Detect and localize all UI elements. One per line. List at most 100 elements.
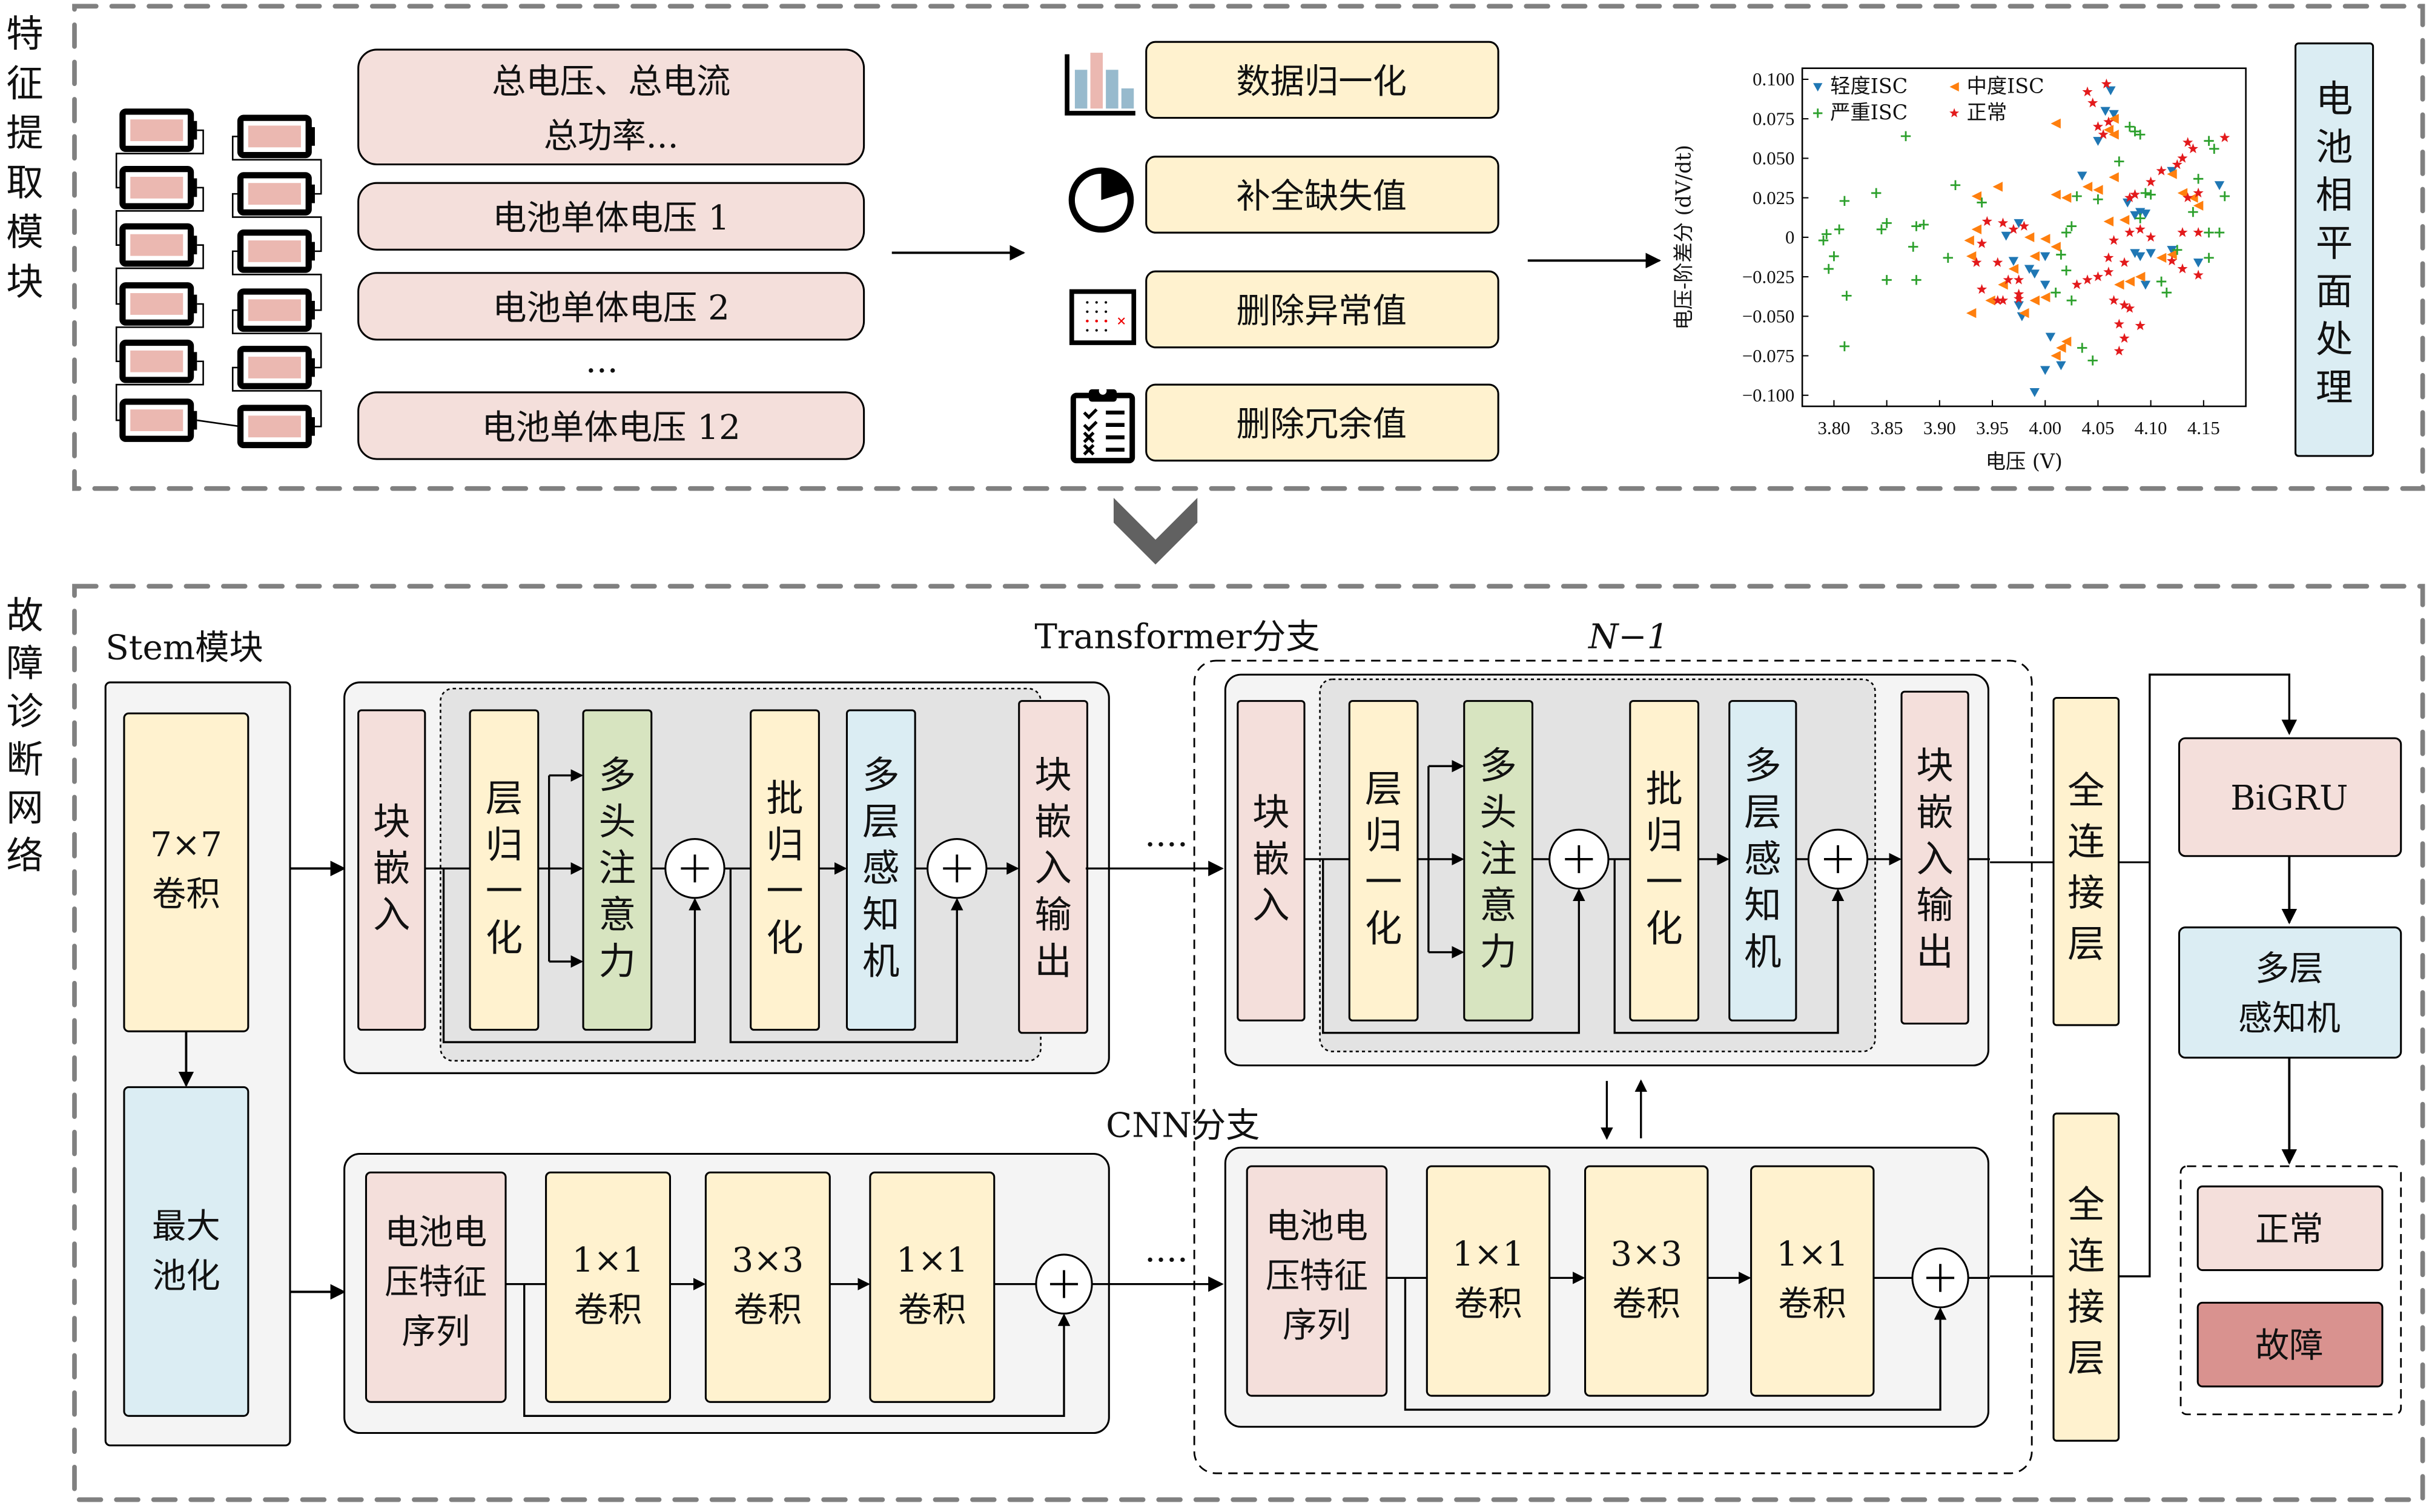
- plus-icon: [1823, 845, 1852, 873]
- scatter-point: [2045, 332, 2056, 342]
- preprocess-step-label: 补全缺失值: [1236, 177, 1407, 216]
- scatter-point: [1900, 131, 1911, 142]
- scatter-point: [2140, 210, 2151, 219]
- y-tick-label: 0.050: [1753, 148, 1794, 169]
- scatter-point: [2119, 257, 2130, 267]
- feature-module-title-char: 特: [6, 13, 43, 56]
- scatter-point: [1981, 216, 1992, 226]
- voltage-sequence-block: [1246, 1165, 1388, 1397]
- scatter-point: [2103, 125, 2114, 135]
- cnn-ellipsis: ····: [1145, 1241, 1188, 1280]
- battery-wire: [115, 360, 204, 421]
- conv-block: [545, 1171, 672, 1403]
- conv-label: 卷积: [1778, 1284, 1846, 1324]
- scatter-point: [2056, 361, 2066, 371]
- stem-maxpool-block: [123, 1086, 249, 1417]
- x-tick-label: 3.85: [1871, 418, 1903, 438]
- scatter-point: [2113, 345, 2124, 355]
- layer-norm-block-label-char: 归: [1365, 814, 1402, 857]
- preprocess-step-label: 删除冗余值: [1236, 405, 1407, 444]
- scatter-point: [2001, 231, 2011, 241]
- bigru-label: BiGRU: [2230, 779, 2348, 818]
- feature-module-title-char: 提: [6, 112, 43, 155]
- scatter-point: [2204, 227, 2214, 238]
- scatter-point: [1971, 224, 1982, 235]
- multi-head-attention-block-label-char: 意: [1479, 884, 1516, 927]
- voltage-sequence-label-1: 电池电: [385, 1213, 487, 1252]
- batch-norm-block-label-char: 一: [766, 870, 803, 913]
- pie-chart-icon: [1068, 167, 1134, 233]
- phase-plane-label-char: 理: [2316, 366, 2353, 409]
- scatter-point: [2050, 242, 2061, 252]
- scatter-point: [2113, 319, 2124, 329]
- feature-box: 电池单体电压 2: [357, 272, 865, 341]
- x-axis-label: 电压 (V): [1986, 449, 2063, 473]
- scatter-point: [2193, 187, 2204, 198]
- residual-connection: [1404, 1278, 1947, 1411]
- multi-head-attention-block: [582, 709, 653, 1031]
- scatter-point: [2014, 301, 2024, 311]
- scatter-point: [2050, 118, 2061, 129]
- conv-block: [1584, 1165, 1709, 1397]
- battery-wire: [115, 244, 204, 305]
- series-3: [1971, 78, 2230, 355]
- batch-norm-block: [750, 709, 820, 1031]
- feature-module-title-char: 征: [6, 62, 43, 105]
- scatter-point: [2077, 343, 2087, 353]
- diagnosis-module-border: [72, 584, 2425, 1502]
- bar-chart-icon: [1065, 53, 1135, 116]
- patch-embed-output-block-label-char: 块: [1916, 745, 1953, 788]
- scatter-point: [1871, 188, 1882, 199]
- mlp-block-label-char: 机: [1744, 931, 1781, 974]
- scatter-point: [2177, 263, 2188, 274]
- scatter-point: [1818, 235, 1829, 246]
- scatter-point: [2014, 219, 2024, 228]
- feature-label: 电池单体电压 1: [492, 199, 730, 238]
- multi-head-attention-block: [1463, 700, 1534, 1022]
- scatter-point: [2214, 181, 2225, 190]
- voltage-sequence-label-1: 电池电: [1266, 1207, 1368, 1246]
- scatter-point: [1839, 196, 1850, 206]
- scatter-point: [2130, 211, 2140, 220]
- scatter-point: [2167, 249, 2177, 260]
- scatter-point: [2029, 388, 2040, 397]
- patch-embed-output-block-label-char: 出: [1034, 940, 1071, 983]
- patch-embed-block: [1237, 700, 1306, 1022]
- feature-label: 电池单体电压 12: [481, 408, 741, 447]
- scatter-point: [2214, 227, 2225, 238]
- scatter-point: [1908, 242, 1918, 252]
- scatter-point: [2183, 192, 2193, 202]
- mlp-label-1: 多层: [2255, 949, 2324, 989]
- cnn-branch-title: CNN分支: [1106, 1106, 1260, 1145]
- repeat-group-border: [1193, 659, 2033, 1474]
- scatter-point: [1911, 221, 1921, 231]
- scatter-point: [2087, 97, 2098, 108]
- scatter-point: [1985, 295, 1995, 306]
- scatter-point: [1834, 224, 1845, 235]
- scatter-point: [2129, 189, 2141, 199]
- scatter-point: [2024, 232, 2035, 243]
- plus-icon: [1926, 1264, 1955, 1292]
- scatter-point: [1829, 251, 1839, 262]
- scatter-point: [2119, 214, 2130, 225]
- x-tick-label: 4.05: [2082, 418, 2115, 438]
- patch-embed-output-block-label-char: 嵌: [1916, 791, 1953, 834]
- mlp-block-label-char: 层: [1744, 791, 1781, 834]
- feature-label-2: 总功率...: [544, 116, 679, 156]
- battery-icon: [237, 288, 315, 332]
- scatter-point: [2177, 188, 2188, 198]
- clipboard-checklist-icon: [1070, 387, 1135, 464]
- y-axis-label: 电压-阶差分 (dV/dt): [1672, 145, 1696, 329]
- scatter-point: [1998, 279, 2008, 290]
- y-tick-label: 0.075: [1753, 108, 1794, 129]
- patch-embed-output-block-label-char: 嵌: [1034, 801, 1071, 843]
- scatter-point: [2146, 190, 2156, 200]
- voltage-sequence-label-3: 序列: [401, 1312, 470, 1352]
